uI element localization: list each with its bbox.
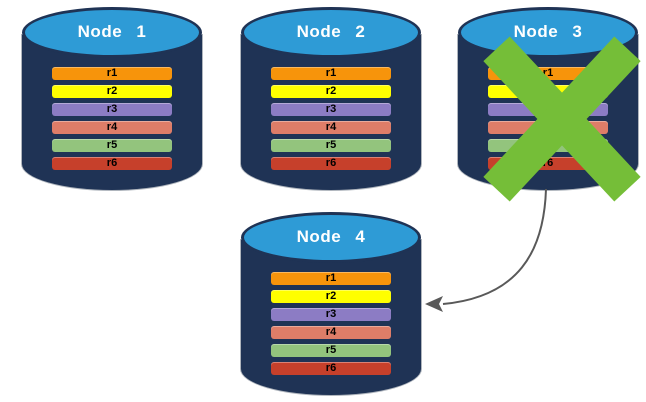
node-2-row-r5: r5: [271, 139, 391, 152]
node-1-cylinder-top: Node 1: [22, 7, 202, 58]
node-1-row-r6: r6: [52, 157, 172, 170]
node-4-row-r5: r5: [271, 344, 391, 357]
node-2-row-r2: r2: [271, 85, 391, 98]
node-4-cylinder-top: Node 4: [241, 212, 421, 263]
arrow-curve: [442, 188, 547, 305]
node-1-rows: r1 r2 r3 r4 r5 r6: [52, 67, 172, 175]
node-1-row-r1: r1: [52, 67, 172, 80]
node-4-label: Node 4: [296, 227, 366, 246]
node-4-row-r1: r1: [271, 272, 391, 285]
node-3: Node 3 r1 r2 r3 r4 r5 r6: [458, 7, 641, 202]
node-1-row-r2: r2: [52, 85, 172, 98]
node-2-row-r1: r1: [271, 67, 391, 80]
node-1-row-r5: r5: [52, 139, 172, 152]
node-2-rows: r1 r2 r3 r4 r5 r6: [271, 67, 391, 175]
node-4-row-r2: r2: [271, 290, 391, 303]
node-4-row-r3: r3: [271, 308, 391, 321]
node-2-row-r3: r3: [271, 103, 391, 116]
node-1-label: Node 1: [77, 22, 147, 41]
node-2-row-r4: r4: [271, 121, 391, 134]
node-4: Node 4 r1 r2 r3 r4 r5 r6: [241, 212, 421, 395]
node-1-row-r3: r3: [52, 103, 172, 116]
failure-x-icon: [483, 36, 641, 202]
arrow-head: [425, 296, 443, 312]
node-2-label: Node 2: [296, 22, 366, 41]
node-4-row-r4: r4: [271, 326, 391, 339]
node-3-label: Node 3: [513, 22, 583, 41]
node-4-row-r6: r6: [271, 362, 391, 375]
node-1: Node 1 r1 r2 r3 r4 r5 r6: [22, 7, 202, 190]
node-4-rows: r1 r2 r3 r4 r5 r6: [271, 272, 391, 380]
node-2: Node 2 r1 r2 r3 r4 r5 r6: [241, 7, 421, 190]
node-1-row-r4: r4: [52, 121, 172, 134]
node-2-cylinder-top: Node 2: [241, 7, 421, 58]
node-2-row-r6: r6: [271, 157, 391, 170]
